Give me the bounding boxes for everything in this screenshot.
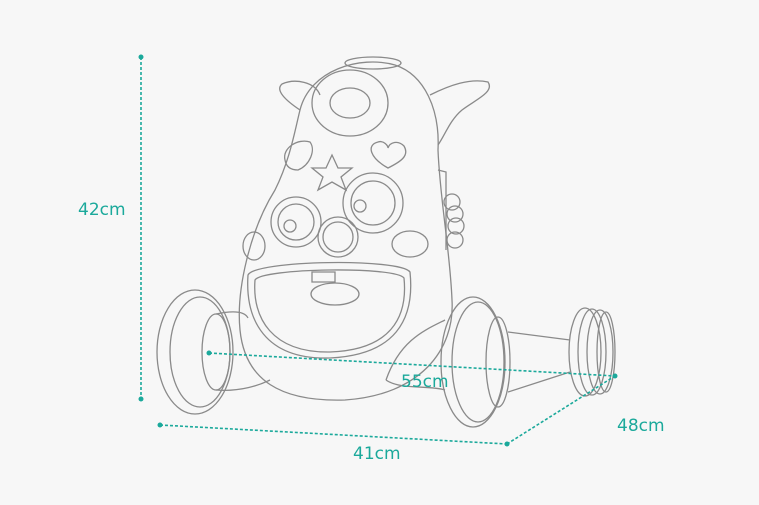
dimension-lines: [140, 57, 616, 445]
width-line: [159, 424, 508, 445]
length-label: 55cm: [401, 372, 449, 392]
depth-label: 48cm: [617, 416, 665, 436]
dimension-endpoints: [138, 54, 618, 447]
depth-line: [506, 375, 616, 445]
height-label: 42cm: [78, 200, 126, 220]
toy-outline: [156, 56, 616, 428]
width-label: 41cm: [353, 444, 401, 464]
length-line: [208, 352, 616, 377]
